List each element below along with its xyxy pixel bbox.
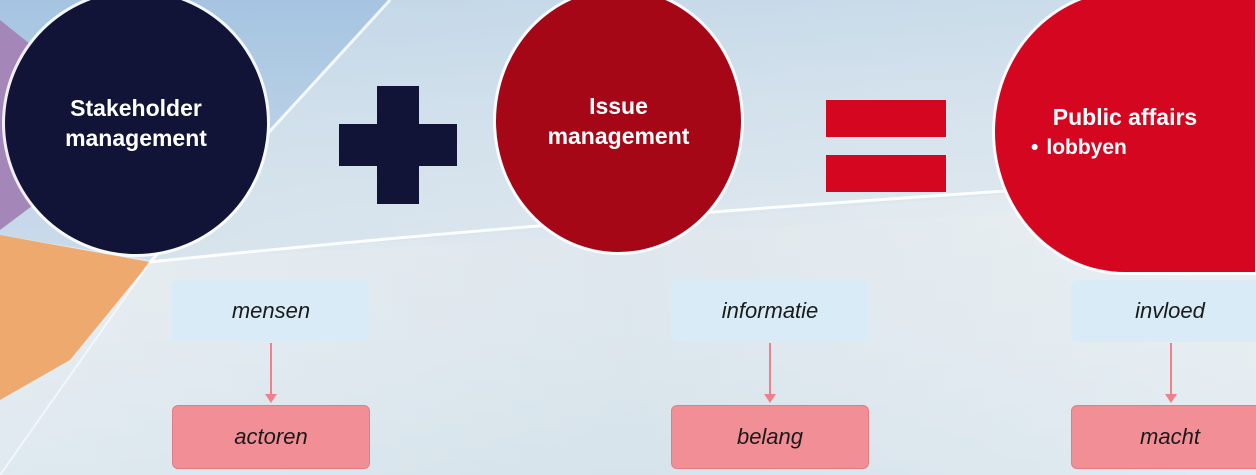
- plus-sign-vertical-bar: [377, 86, 419, 204]
- bullet-dot-icon: •: [1031, 136, 1039, 159]
- public-affairs-title: Public affairs: [1052, 104, 1198, 130]
- public-result-box: macht: [1071, 405, 1256, 469]
- issue-attribute-box: informatie: [671, 280, 869, 342]
- issue-arrow-icon: [764, 343, 776, 403]
- stakeholder-management-title: Stakeholder management: [65, 95, 207, 151]
- stakeholder-arrow-icon: [265, 343, 277, 403]
- issue-management-circle: Issue management: [496, 0, 741, 252]
- equals-sign-bottom-bar: [826, 155, 946, 192]
- white-lower-line: [0, 261, 151, 475]
- issue-result-box: belang: [671, 405, 869, 469]
- issue-management-title: Issue management: [547, 93, 690, 149]
- stakeholder-result-box: actoren: [172, 405, 370, 469]
- public-affairs-circle: Public affairs • lobbyen: [995, 0, 1255, 272]
- stakeholder-management-circle: Stakeholder management: [5, 0, 267, 254]
- public-affairs-bullet-text: lobbyen: [1046, 136, 1127, 159]
- public-attribute-box: invloed: [1071, 280, 1256, 342]
- cloud-band: [0, 175, 1256, 475]
- orange-wedge: [0, 235, 150, 400]
- equals-sign-top-bar: [826, 100, 946, 137]
- public-affairs-bullet: • lobbyen: [995, 134, 1127, 162]
- public-arrow-icon: [1165, 343, 1177, 403]
- stakeholder-attribute-box: mensen: [172, 280, 370, 342]
